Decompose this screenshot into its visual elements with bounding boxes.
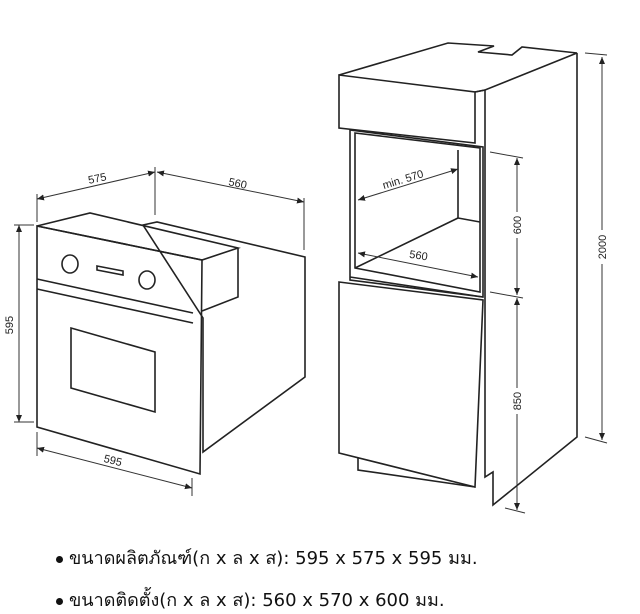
- base-height-label: 850: [512, 392, 524, 410]
- oven-dimensions: 575 560 595 595: [4, 167, 305, 496]
- display-panel: [96, 265, 124, 276]
- niche-width-label: 560: [408, 249, 428, 264]
- oven-window: [70, 326, 156, 414]
- spec-text: ขนาดผลิตภัณฑ์(ก x ล x ส): 595 x 575 x 59…: [69, 548, 478, 569]
- oven-panel-top: [36, 212, 241, 261]
- installation-diagram: 575 560 595 595 min. 570 560 600 850: [4, 42, 609, 514]
- niche-depth-label: min. 570: [381, 168, 425, 192]
- knob-right-icon: [138, 270, 156, 290]
- cabinet-top-box: [338, 74, 476, 144]
- cabinet-base-door: [338, 281, 484, 489]
- spec-text: ขนาดติดตั้ง(ก x ล x ส): 560 x 570 x 600 …: [69, 590, 445, 611]
- bullet-icon: [56, 555, 63, 563]
- oven-drawing: [36, 212, 306, 476]
- oven-body-box: [141, 221, 306, 454]
- oven-depth-label: 575: [87, 171, 107, 187]
- oven-back-width-label: 560: [227, 176, 247, 192]
- total-height-label: 2000: [597, 235, 609, 259]
- bullet-icon: [56, 597, 63, 605]
- oven-front-width-label: 595: [102, 453, 123, 469]
- niche-height-label: 600: [512, 216, 524, 234]
- cabinet-drawing: [338, 42, 578, 507]
- oven-niche-frame: [349, 129, 484, 298]
- spec-product-size: ขนาดผลิตภัณฑ์(ก x ล x ส): 595 x 575 x 59…: [56, 543, 478, 572]
- spec-install-size: ขนาดติดตั้ง(ก x ล x ส): 560 x 570 x 600 …: [56, 585, 445, 614]
- oven-panel-side: [201, 248, 239, 312]
- oven-front: [36, 225, 203, 476]
- knob-left-icon: [61, 254, 79, 274]
- oven-height-label: 595: [4, 316, 16, 334]
